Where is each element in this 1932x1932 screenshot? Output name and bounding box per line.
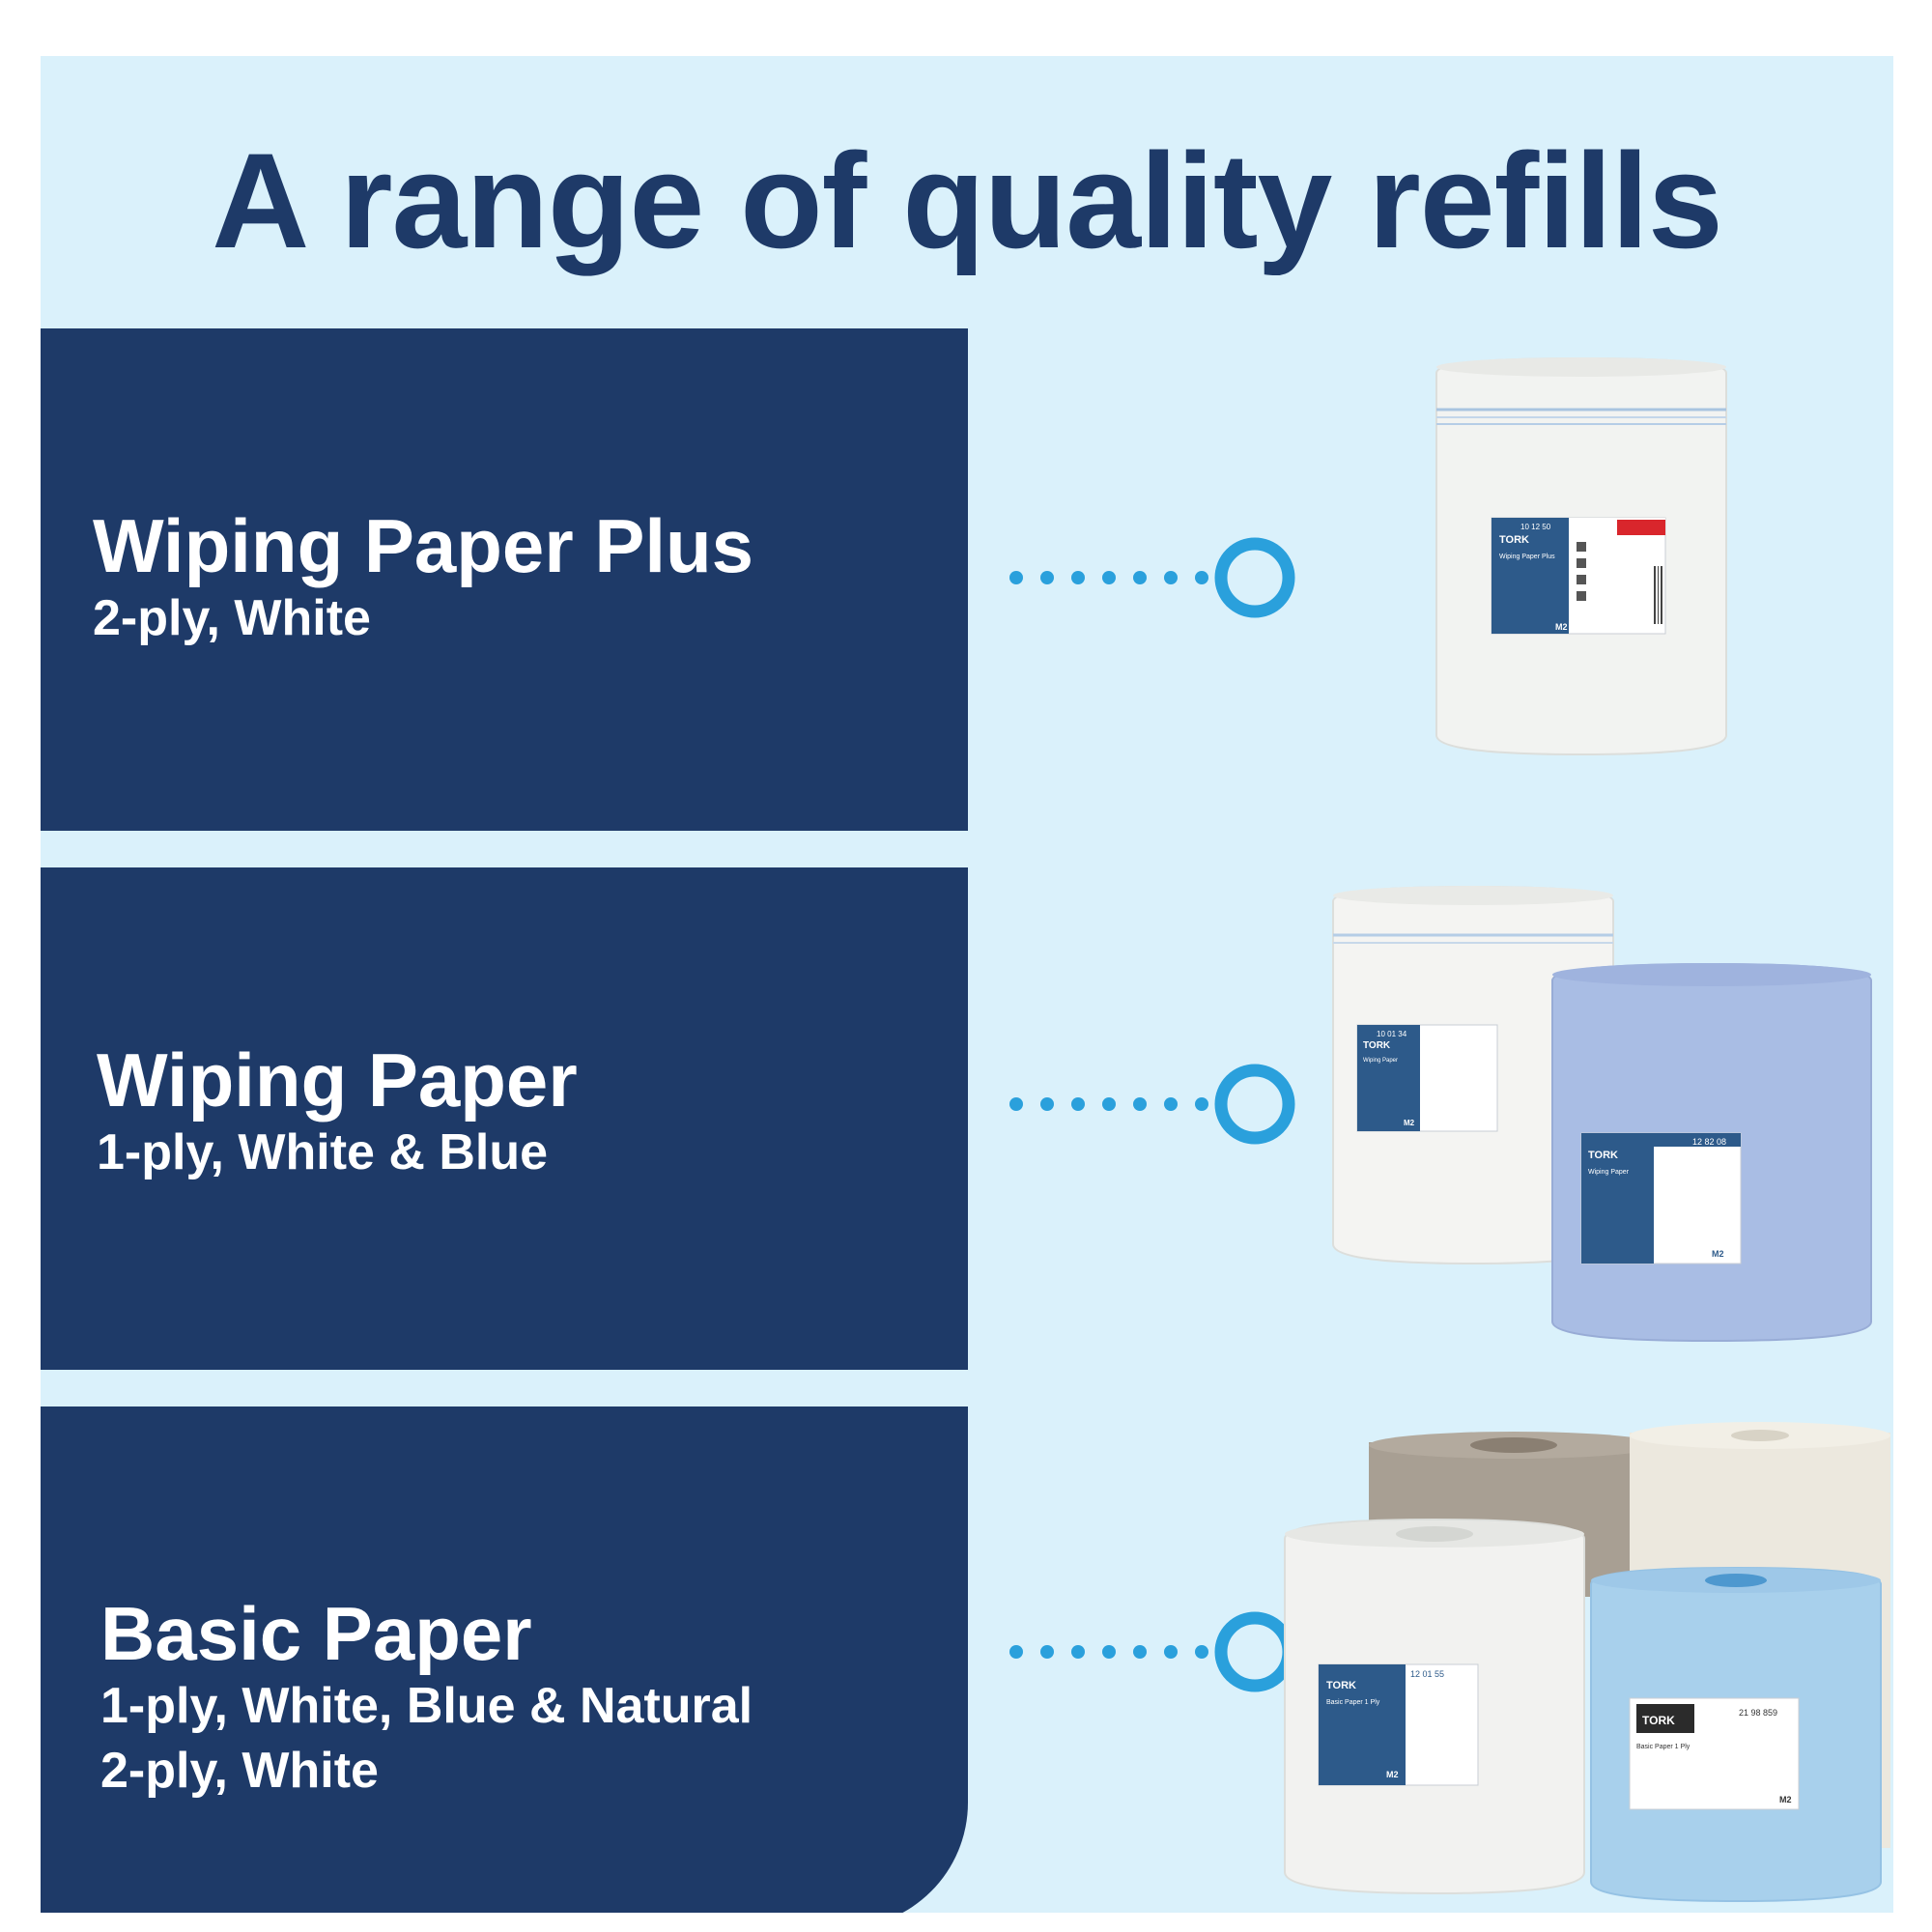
- roll-name: Wiping Paper: [1363, 1058, 1398, 1064]
- product-spec: 1-ply, White & Blue: [97, 1123, 549, 1180]
- panel-text: Wiping Paper 1-ply, White & Blue: [97, 1037, 578, 1185]
- roll-brand: TORK: [1588, 1150, 1618, 1161]
- page-title: A range of quality refills: [212, 125, 1723, 276]
- product-spec: 1-ply, White, Blue & Natural: [100, 1677, 753, 1734]
- roll-basic-paper-blue: TORK 21 98 859 Basic Paper 1 Ply M2: [1590, 1566, 1882, 1903]
- roll-brand: TORK: [1642, 1714, 1675, 1727]
- connector-ring-icon: [1214, 1611, 1295, 1692]
- roll-wiping-paper-white: TORK 10 01 34 Wiping Paper M2: [1332, 885, 1614, 1265]
- roll-code: 12 01 55: [1410, 1669, 1444, 1679]
- roll-brand: TORK: [1363, 1040, 1391, 1051]
- roll-size: M2: [1712, 1249, 1724, 1259]
- dotted-connector-3: [1009, 1611, 1295, 1692]
- roll-wiping-paper-blue: TORK 12 82 08 Wiping Paper M2: [1551, 962, 1872, 1343]
- roll-size: M2: [1404, 1119, 1415, 1127]
- roll-code: 10 01 34: [1377, 1030, 1407, 1038]
- roll-code: 12 82 08: [1692, 1137, 1726, 1147]
- product-spec: 2-ply, White: [100, 1743, 379, 1800]
- roll-basic-paper-white: TORK 12 01 55 Basic Paper 1 Ply M2: [1284, 1518, 1585, 1895]
- product-panel-basic-paper: Basic Paper 1-ply, White, Blue & Natural…: [41, 1406, 968, 1913]
- roll-name: Basic Paper 1 Ply: [1326, 1699, 1380, 1706]
- product-graphic: A range of quality refills Wiping Paper …: [41, 56, 1893, 1913]
- roll-size: M2: [1555, 622, 1568, 632]
- roll-name: Wiping Paper: [1588, 1169, 1630, 1176]
- dotted-connector-1: [1009, 537, 1295, 618]
- connector-ring-icon: [1214, 537, 1295, 618]
- roll-name: Wiping Paper Plus: [1499, 554, 1555, 560]
- product-panel-wiping-paper: Wiping Paper 1-ply, White & Blue: [41, 867, 968, 1370]
- dotted-connector-2: [1009, 1064, 1295, 1145]
- roll-name: Basic Paper 1 Ply: [1636, 1744, 1690, 1750]
- roll-brand: TORK: [1499, 534, 1529, 546]
- connector-ring-icon: [1214, 1064, 1295, 1145]
- product-name: Basic Paper: [100, 1591, 532, 1676]
- panel-text: Basic Paper 1-ply, White, Blue & Natural…: [100, 1591, 753, 1804]
- product-name: Wiping Paper Plus: [93, 503, 754, 588]
- roll-size: M2: [1386, 1770, 1399, 1779]
- roll-code: 10 12 50: [1520, 523, 1551, 531]
- product-panel-wiping-paper-plus: Wiping Paper Plus 2-ply, White: [41, 328, 968, 831]
- product-name: Wiping Paper: [97, 1037, 578, 1122]
- roll-wiping-paper-plus: TORK 10 12 50 Wiping Paper Plus M2: [1435, 356, 1727, 756]
- roll-size: M2: [1779, 1795, 1792, 1804]
- roll-code: 21 98 859: [1739, 1708, 1777, 1718]
- product-spec: 2-ply, White: [93, 589, 371, 646]
- panel-text: Wiping Paper Plus 2-ply, White: [93, 503, 754, 651]
- roll-brand: TORK: [1326, 1680, 1356, 1691]
